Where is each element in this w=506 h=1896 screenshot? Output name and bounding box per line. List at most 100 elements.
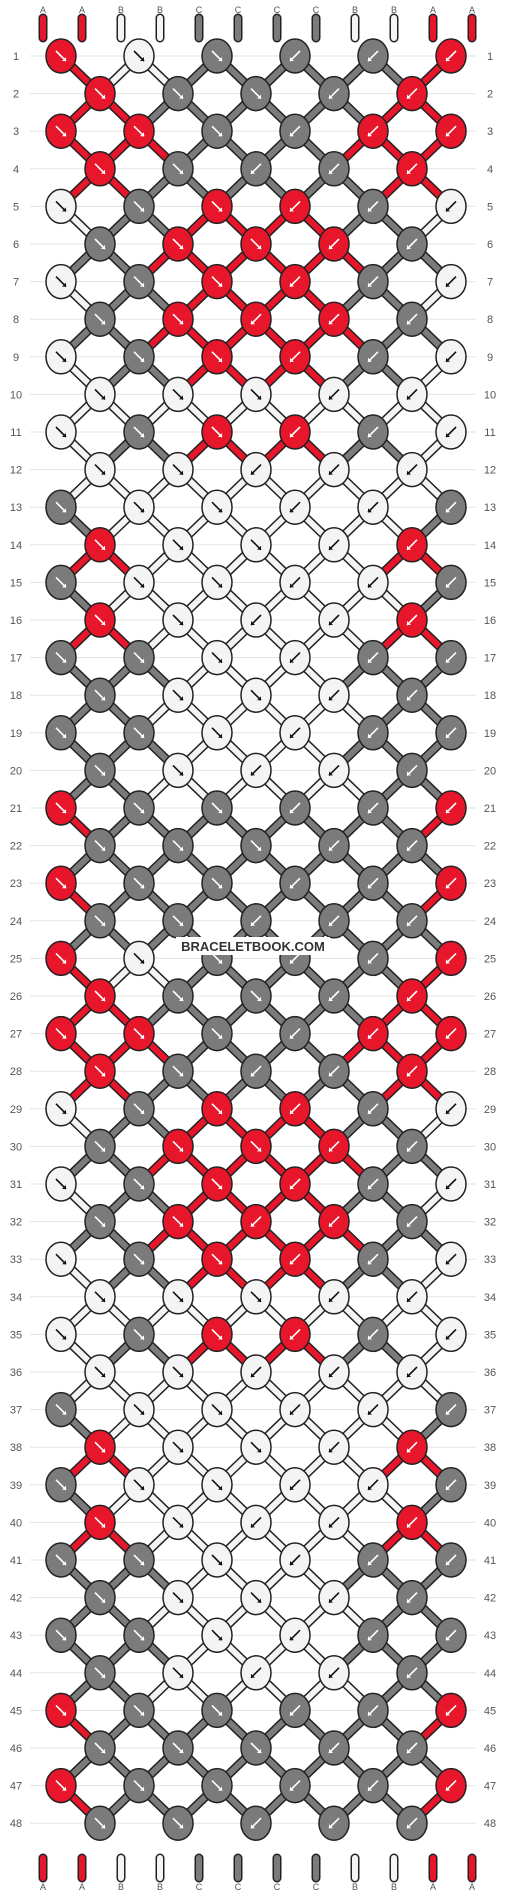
knot xyxy=(240,827,272,864)
knot-arrowhead-icon xyxy=(101,1598,105,1603)
row-label: 47 xyxy=(484,1781,496,1793)
strand-label-top: C xyxy=(274,5,281,15)
knot-arrowhead-icon xyxy=(101,1373,105,1377)
knot xyxy=(435,339,467,375)
row-label: 34 xyxy=(484,1292,496,1304)
knot xyxy=(279,339,311,375)
knot-arrowhead-icon xyxy=(368,207,372,212)
knot-arrowhead-icon xyxy=(368,809,372,813)
row-label: 18 xyxy=(10,690,22,702)
knot xyxy=(162,677,194,713)
knot-arrowhead-icon xyxy=(329,1598,333,1603)
row-label: 31 xyxy=(10,1179,22,1191)
row-label: 34 xyxy=(10,1292,22,1304)
row-label: 29 xyxy=(10,1104,22,1116)
knot-arrowhead-icon xyxy=(101,771,105,776)
knot xyxy=(84,677,116,713)
knot xyxy=(162,301,194,337)
knot xyxy=(396,1279,428,1315)
knot-arrowhead-icon xyxy=(101,320,105,325)
knot-arrowhead-icon xyxy=(446,1185,450,1189)
knot-arrowhead-icon xyxy=(140,282,144,287)
strand-label-bottom: B xyxy=(118,1882,124,1892)
knot-arrowhead-icon xyxy=(368,1485,372,1490)
knot-arrowhead-icon xyxy=(407,1824,411,1829)
knot-arrowhead-icon xyxy=(446,1485,450,1490)
knot-arrowhead-icon xyxy=(140,809,144,813)
knot-arrowhead-icon xyxy=(407,1598,411,1603)
knot xyxy=(318,1203,350,1240)
knot xyxy=(240,75,272,112)
knot xyxy=(162,1354,194,1390)
knot xyxy=(162,527,194,563)
knot xyxy=(435,564,467,601)
knot-arrowhead-icon xyxy=(101,846,105,851)
row-label: 14 xyxy=(484,540,496,552)
knot xyxy=(162,752,194,789)
knot xyxy=(162,1805,194,1841)
knot xyxy=(396,1128,428,1165)
knot-arrowhead-icon xyxy=(62,282,66,287)
knot xyxy=(84,1354,116,1390)
knot xyxy=(357,414,389,450)
knot-arrowhead-icon xyxy=(251,1373,255,1377)
row-label: 35 xyxy=(10,1329,22,1341)
knot-arrowhead-icon xyxy=(140,1711,144,1716)
knot xyxy=(45,263,77,300)
row-label: 23 xyxy=(10,878,22,890)
knot xyxy=(123,1467,155,1503)
strand-label-top: A xyxy=(430,5,436,15)
knot-arrowhead-icon xyxy=(290,508,294,513)
knot xyxy=(84,1203,116,1240)
knot-arrowhead-icon xyxy=(290,583,294,588)
row-label: 21 xyxy=(10,803,22,815)
knot-arrowhead-icon xyxy=(407,545,411,550)
knot-arrowhead-icon xyxy=(179,921,183,926)
knot xyxy=(162,75,194,112)
knot xyxy=(396,1053,428,1089)
row-label: 48 xyxy=(484,1818,496,1830)
knot-arrowhead-icon xyxy=(179,169,183,174)
knot-arrowhead-icon xyxy=(62,959,66,964)
knot-arrowhead-icon xyxy=(179,1824,183,1829)
knot xyxy=(201,1692,233,1729)
knot xyxy=(201,489,233,525)
knot xyxy=(279,1241,311,1277)
knot-arrowhead-icon xyxy=(290,433,294,437)
knot xyxy=(240,451,272,488)
knot-arrowhead-icon xyxy=(368,1561,372,1565)
knot xyxy=(123,1542,155,1578)
knot xyxy=(45,1241,77,1277)
knot-arrowhead-icon xyxy=(62,1711,66,1716)
row-label: 38 xyxy=(10,1442,22,1454)
knot-arrowhead-icon xyxy=(368,1034,372,1039)
knot-arrowhead-icon xyxy=(329,1749,333,1753)
knot xyxy=(396,903,428,939)
knot-arrowhead-icon xyxy=(446,1410,450,1415)
knot xyxy=(162,1128,194,1165)
knot xyxy=(357,940,389,977)
knot-arrowhead-icon xyxy=(446,57,450,61)
knot xyxy=(357,489,389,525)
knot-arrowhead-icon xyxy=(251,1824,255,1829)
knot-arrowhead-icon xyxy=(179,1673,183,1678)
knot-arrowhead-icon xyxy=(218,959,222,964)
knot-arrowhead-icon xyxy=(446,959,450,964)
row-label: 32 xyxy=(484,1217,496,1229)
knot-arrowhead-icon xyxy=(62,1109,66,1114)
knot-arrowhead-icon xyxy=(218,1561,222,1565)
knot-arrowhead-icon xyxy=(290,1109,294,1114)
knot-arrowhead-icon xyxy=(368,884,372,889)
knot-arrowhead-icon xyxy=(218,57,222,61)
knot xyxy=(162,827,194,864)
knot xyxy=(45,489,77,525)
knot xyxy=(279,1692,311,1729)
knot xyxy=(357,1166,389,1202)
knot-arrowhead-icon xyxy=(407,1147,411,1152)
knot xyxy=(357,865,389,901)
knot-arrowhead-icon xyxy=(368,132,372,137)
knot-arrowhead-icon xyxy=(140,1485,144,1490)
knot xyxy=(396,1429,428,1465)
knot-arrowhead-icon xyxy=(290,1185,294,1189)
